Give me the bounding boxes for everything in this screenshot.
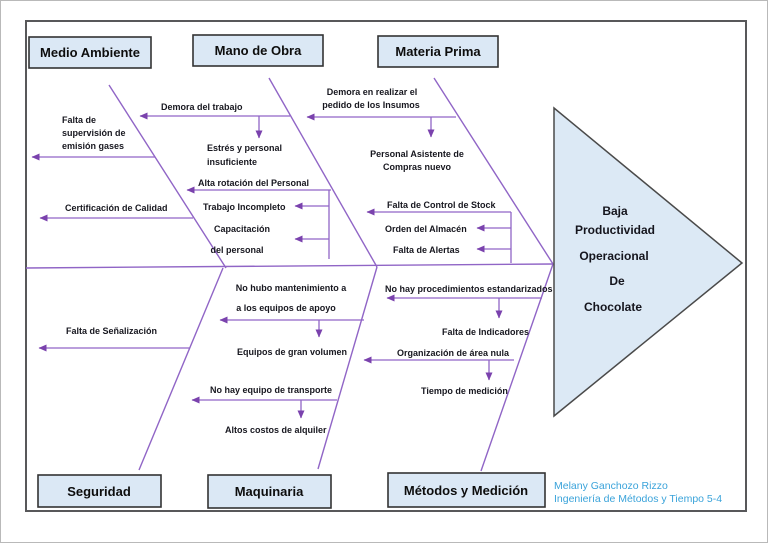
cause-alta-rotacion: Alta rotación del Personal [198,178,309,188]
category-box-medio-ambiente [28,36,152,69]
cause-certificacion-calidad: Certificación de Calidad [65,203,168,213]
category-label-materia-prima: Materia Prima [395,44,481,59]
cause-mantenimiento-line1: No hubo mantenimiento a [236,283,347,293]
cause-capacitacion-line2: del personal [210,245,263,255]
category-box-seguridad [37,474,162,508]
cause-estres-line1: Estrés y personal [207,143,282,153]
cause-demora-pedido-line1: Demora en realizar el [327,87,418,97]
bone-mano-de-obra [268,77,378,268]
bone-maquinaria [317,266,378,470]
labels-medio-ambiente: Falta de supervisión de emisión gases Ce… [62,115,168,213]
bone-seguridad [138,267,224,471]
category-label-seguridad: Seguridad [67,484,131,499]
category-box-materia-prima [377,35,499,68]
cause-falta-senalizacion: Falta de Señalización [66,326,157,336]
labels-mano-de-obra: Demora del trabajo Estrés y personal ins… [161,102,309,255]
effect-label-line1: Baja [602,204,628,218]
category-label-metodos-y-medicion: Métodos y Medición [404,483,528,498]
cause-personal-asistente-line1: Personal Asistente de [370,149,464,159]
effect-label-line4: De [609,274,625,288]
cause-falta-supervision-line2: supervisión de [62,128,126,138]
cause-alquiler: Altos costos de alquiler [225,425,327,435]
cause-control-stock: Falta de Control de Stock [387,200,497,210]
labels-maquinaria: No hubo mantenimiento a a los equipos de… [210,283,347,435]
cause-capacitacion-line1: Capacitación [214,224,270,234]
bone-materia-prima [433,77,554,265]
cause-organizacion: Organización de área nula [397,348,510,358]
cause-indicadores: Falta de Indicadores [442,327,529,337]
cause-falta-supervision-line3: emisión gases [62,141,124,151]
category-boxes: Medio Ambiente Mano de Obra Materia Prim… [28,34,546,509]
labels-materia-prima: Demora en realizar el pedido de los Insu… [322,87,496,255]
cause-tiempo-medicion: Tiempo de medición [421,386,508,396]
cause-gran-volumen: Equipos de gran volumen [237,347,347,357]
bone-medio-ambiente [108,84,227,269]
labels-seguridad: Falta de Señalización [66,326,157,336]
effect-label-line3: Operacional [579,249,648,263]
cause-procedimientos: No hay procedimientos estandarizados [385,284,553,294]
cause-mantenimiento-line2: a los equipos de apoyo [236,303,336,313]
category-box-maquinaria [207,474,332,509]
labels-metodos-y-medicion: No hay procedimientos estandarizados Fal… [385,284,553,396]
category-box-metodos-y-medicion [387,472,546,508]
category-label-maquinaria: Maquinaria [235,484,304,499]
arrows-materia-prima [306,113,512,263]
spine-line [25,263,554,269]
cause-orden-almacen: Orden del Almacén [385,224,467,234]
arrows-metodos-y-medicion [363,294,542,381]
fishbone-skeleton [25,77,554,472]
credit-author: Melany Ganchozo Rizzo [554,480,668,492]
cause-falta-alertas: Falta de Alertas [393,245,460,255]
arrows-mano-de-obra [139,112,331,259]
effect-head: Baja Productividad Operacional De Chocol… [553,106,744,418]
cause-estres-line2: insuficiente [207,157,257,167]
category-label-mano-de-obra: Mano de Obra [215,43,302,58]
cause-falta-supervision-line1: Falta de [62,115,96,125]
cause-transporte: No hay equipo de transporte [210,385,332,395]
effect-label-line2: Productividad [575,223,655,237]
cause-demora-trabajo: Demora del trabajo [161,102,243,112]
credit-course: Ingeniería de Métodos y Tiempo 5-4 [554,493,722,505]
cause-personal-asistente-line2: Compras nuevo [383,162,452,172]
effect-head-triangle [553,106,744,418]
effect-label-line5: Chocolate [584,300,642,314]
cause-trabajo-incompleto: Trabajo Incompleto [203,202,286,212]
category-box-mano-de-obra [192,34,324,67]
category-label-medio-ambiente: Medio Ambiente [40,45,140,60]
arrows-maquinaria [191,316,364,419]
arrows-medio-ambiente [31,153,193,222]
cause-demora-pedido-line2: pedido de los Insumos [322,100,420,110]
credit-block: Melany Ganchozo Rizzo Ingeniería de Méto… [554,480,722,505]
